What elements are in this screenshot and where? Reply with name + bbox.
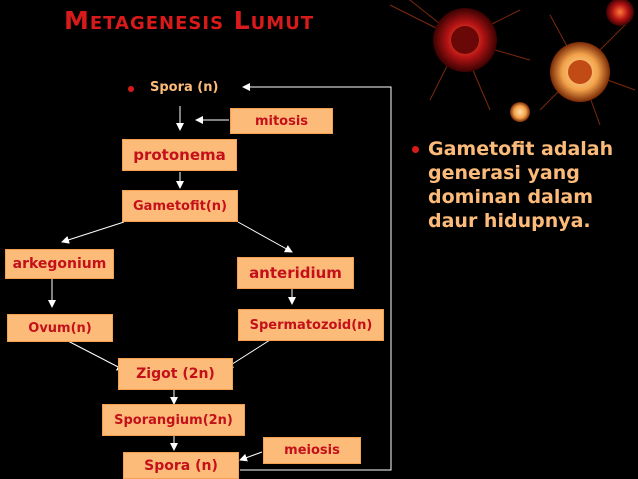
arrow-spermatozoid-to-zigot (225, 339, 271, 369)
box-sporangium: Sporangium(2n) (102, 404, 245, 436)
box-zigot: Zigot (2n) (118, 358, 233, 390)
page-title: Metagenesis Lumut (64, 6, 315, 35)
arrow-meiosis-pointer (239, 451, 263, 462)
arrow-ovum-to-zigot (67, 340, 125, 371)
arrow-gametofit-to-arkegonium (61, 221, 125, 244)
box-spermatozoid: Spermatozoid(n) (238, 309, 384, 341)
box-arkegonium: arkegonium (5, 249, 114, 279)
box-spora-bottom: Spora (n) (123, 452, 239, 479)
side-note-text: Gametofit adalah generasi yang dominan d… (428, 138, 614, 232)
decorative-flower-ornament (389, 0, 636, 126)
arrow-return-loop (240, 83, 392, 471)
arrow-gametofit-to-anteridium (237, 221, 293, 253)
box-protonema: protonema (122, 139, 237, 171)
box-mitosis: mitosis (230, 108, 333, 134)
box-meiosis: meiosis (263, 437, 361, 464)
box-ovum: Ovum(n) (7, 314, 113, 342)
box-gametofit: Gametofit(n) (122, 190, 238, 222)
box-anteridium: anteridium (237, 257, 354, 289)
bullet-dot-spora (128, 86, 134, 92)
label-spora-top: Spora (n) (150, 80, 219, 95)
bullet-dot-side (412, 146, 419, 153)
